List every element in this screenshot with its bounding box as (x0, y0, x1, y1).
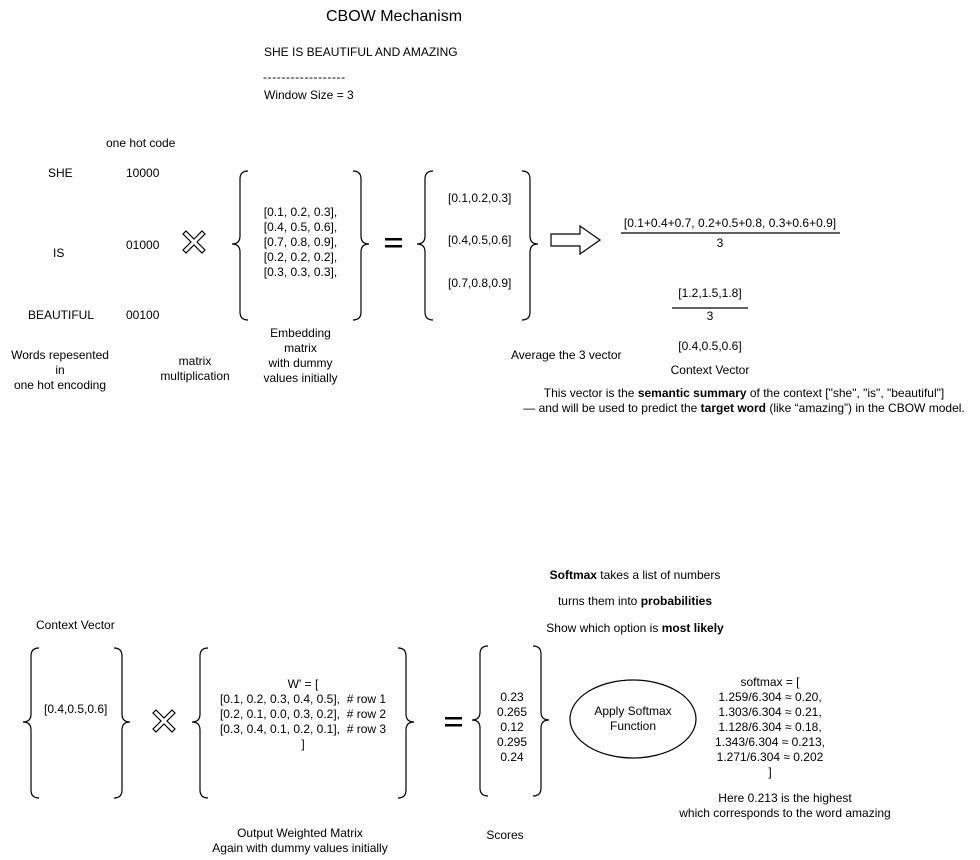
w-matrix-left-bracket (191, 647, 209, 799)
multiply-cross-icon (182, 230, 206, 254)
multiply-cross-icon (152, 709, 176, 733)
context-vector-heading: Context Vector (36, 618, 115, 632)
page-title: CBOW Mechanism (326, 8, 463, 25)
equals-icon (385, 238, 402, 241)
fraction2-numerator: [1.2,1.5,1.8] (678, 286, 742, 300)
result-vector-2: [0.4,0.5,0.6] (448, 233, 512, 247)
right-arrow-icon (550, 224, 602, 256)
softmax-note-3: Show which option is most likely (546, 621, 724, 635)
apply-softmax-label: Apply Softmax Function (594, 704, 672, 733)
embedding-matrix-values: [0.1, 0.2, 0.3], [0.4, 0.5, 0.6], [0.7, … (263, 205, 338, 279)
scores-right-bracket (532, 645, 550, 797)
embedding-right-bracket (352, 170, 370, 321)
code-beautiful: 00100 (126, 308, 160, 322)
context-vector-value: [0.4,0.5,0.6] (44, 702, 108, 716)
words-caption: Words repesented in one hot encoding (11, 348, 109, 392)
context-vector-label: Context Vector (670, 363, 750, 377)
w-matrix-right-bracket (397, 647, 415, 799)
result-vector-1: [0.1,0.2,0.3] (448, 191, 512, 205)
w-matrix-caption: Output Weighted Matrix Again with dummy … (212, 826, 388, 855)
code-she: 10000 (126, 166, 160, 180)
average-caption: Average the 3 vector (511, 348, 622, 362)
fraction2-denominator: 3 (706, 309, 714, 323)
code-is: 01000 (126, 238, 160, 252)
result-right-bracket (521, 170, 539, 321)
scores-values: 0.23 0.265 0.12 0.295 0.24 (496, 690, 528, 764)
context-vector-result: [0.4,0.5,0.6] (678, 339, 742, 353)
word-is: IS (53, 246, 65, 260)
fraction1-numerator: [0.1+0.4+0.7, 0.2+0.5+0.8, 0.3+0.6+0.9] (623, 216, 837, 230)
softmax-note-1: Softmax takes a list of numbers (549, 568, 721, 582)
w-matrix-values: W' = [ [0.1, 0.2, 0.3, 0.4, 0.5], # row … (219, 677, 387, 751)
one-hot-header: one hot code (106, 136, 176, 150)
dashes: ------------------ (263, 70, 346, 84)
matrix-multiplication-label: matrix multiplication (160, 354, 230, 383)
result-vector-3: [0.7,0.8,0.9] (448, 276, 512, 290)
embedding-left-bracket (231, 170, 249, 321)
summary-line-1: This vector is the semantic summary of t… (543, 386, 945, 400)
equals-icon (445, 717, 462, 720)
word-beautiful: BEAUTIFUL (28, 308, 95, 322)
window-size: Window Size = 3 (264, 88, 354, 102)
scores-left-bracket (471, 645, 489, 797)
softmax-conclusion: Here 0.213 is the highest which correspo… (679, 791, 891, 820)
sentence: SHE IS BEAUTIFUL AND AMAZING (264, 45, 458, 59)
scores-caption: Scores (486, 828, 524, 842)
equals-icon (385, 245, 402, 248)
softmax-calculation: softmax = [ 1.259/6.304 ≈ 0.20, 1.303/6.… (714, 675, 825, 779)
equals-icon (445, 724, 462, 727)
summary-line-2: — and will be used to predict the target… (523, 401, 965, 415)
softmax-note-2: turns them into probabilities (557, 594, 713, 608)
result-left-bracket (416, 170, 434, 321)
softmax-ellipse (569, 679, 697, 759)
context-right-bracket (113, 647, 131, 799)
word-she: SHE (48, 166, 73, 180)
context-left-bracket (22, 647, 40, 799)
fraction1-denominator: 3 (716, 236, 724, 250)
embedding-caption: Embedding matrix with dummy values initi… (263, 326, 338, 385)
